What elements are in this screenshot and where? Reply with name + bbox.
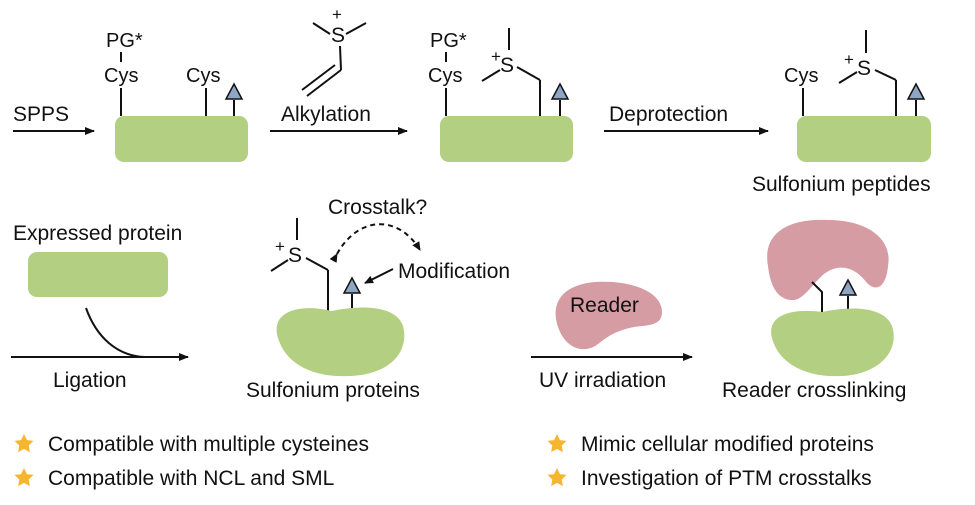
sulfur-label: S xyxy=(331,24,345,47)
modification-triangle-icon xyxy=(343,277,361,294)
methyl-bond-left xyxy=(270,259,289,272)
expressed-protein: Expressed protein Ligation xyxy=(11,222,189,392)
feature-item: Compatible with NCL and SML xyxy=(14,467,334,490)
linker-bond xyxy=(516,66,541,81)
modification-pointer-arrow xyxy=(364,268,394,284)
modification-triangle-icon xyxy=(225,83,243,100)
protecting-group-label: PG* xyxy=(106,30,143,52)
sulfonium-peptide: Cys + S Sulfonium peptides xyxy=(752,30,931,196)
crosstalk-label: Crosstalk? xyxy=(328,196,427,219)
reader-blob xyxy=(555,281,662,350)
sulfur-label: S xyxy=(857,57,871,80)
feature-item: Investigation of PTM crosstalks xyxy=(547,467,872,490)
star-icon xyxy=(547,468,567,487)
star-icon xyxy=(547,434,567,453)
sulfur-label: S xyxy=(500,54,514,77)
sulfonium-protein: Crosstalk? + S Modification Sulfonium pr… xyxy=(246,196,510,402)
uv-irradiation-label: UV irradiation xyxy=(539,369,666,392)
methyl-bond-right xyxy=(345,22,367,35)
peptide-block xyxy=(115,116,248,162)
cys-label-1: Cys xyxy=(428,65,462,87)
reader-blob xyxy=(767,219,889,301)
modification-triangle-icon xyxy=(551,83,569,100)
peptide-protected: PG* Cys Cys xyxy=(104,30,248,162)
star-icon xyxy=(14,434,34,453)
feature-item: Mimic cellular modified proteins xyxy=(547,433,874,456)
protecting-group-label: PG* xyxy=(430,30,467,52)
protein-blob xyxy=(771,308,894,377)
cys-label-2: Cys xyxy=(186,65,220,87)
modification-triangle-icon xyxy=(907,83,925,100)
reader-label: Reader xyxy=(570,294,639,317)
crosstalk-arrow xyxy=(329,223,421,263)
sulfonium-charge: + xyxy=(275,237,285,256)
reader-step: Reader UV irradiation xyxy=(531,281,693,392)
feature-text: Compatible with NCL and SML xyxy=(48,467,334,490)
vinyl-bond xyxy=(339,45,342,71)
deprotection-step: Deprotection xyxy=(604,103,769,135)
sulfonium-charge: + xyxy=(332,5,342,24)
vinyl-double-bond-b xyxy=(301,64,336,91)
feature-text: Mimic cellular modified proteins xyxy=(581,433,874,456)
methyl-bond-left xyxy=(312,22,331,35)
spps-step: SPPS xyxy=(13,103,95,135)
protein-blob xyxy=(276,307,405,377)
ligation-curve xyxy=(85,307,146,358)
methyl-bond-left xyxy=(481,69,501,82)
cys-label-1: Cys xyxy=(784,65,818,87)
alkylation-label: Alkylation xyxy=(281,103,371,126)
feature-item: Compatible with multiple cysteines xyxy=(14,433,369,456)
ligation-label: Ligation xyxy=(53,369,127,392)
methyl-bond-left xyxy=(838,71,858,84)
star-icon xyxy=(14,468,34,487)
linker-bond xyxy=(305,257,329,271)
modification-label: Modification xyxy=(398,260,510,283)
sulfonium-proteins-label: Sulfonium proteins xyxy=(246,379,420,402)
feature-list: Compatible with multiple cysteines Compa… xyxy=(14,433,874,490)
spps-label: SPPS xyxy=(13,103,69,126)
feature-text: Compatible with multiple cysteines xyxy=(48,433,369,456)
sulfonium-charge: + xyxy=(844,50,854,69)
crosslink-bond xyxy=(811,281,823,314)
linker-bond xyxy=(874,69,897,81)
peptide-block xyxy=(440,116,573,162)
sulfonium-charge: + xyxy=(491,47,501,66)
feature-text: Investigation of PTM crosstalks xyxy=(581,467,872,490)
reader-crosslinking-label: Reader crosslinking xyxy=(722,379,906,402)
deprotection-label: Deprotection xyxy=(609,103,728,126)
vinyl-double-bond-a xyxy=(306,69,342,97)
sulfonium-peptides-label: Sulfonium peptides xyxy=(752,173,931,196)
sulfur-label: S xyxy=(288,244,302,267)
reader-crosslinked-complex: Reader crosslinking xyxy=(722,219,906,402)
cys-label-1: Cys xyxy=(104,65,138,87)
modification-triangle-icon xyxy=(839,279,857,296)
expressed-protein-label: Expressed protein xyxy=(13,222,182,245)
peptide-block xyxy=(797,116,931,162)
alkylating-reagent: + S Alkylation xyxy=(270,5,408,135)
peptide-alkylated: PG* Cys + S xyxy=(428,28,573,162)
expressed-protein-block xyxy=(28,252,168,297)
